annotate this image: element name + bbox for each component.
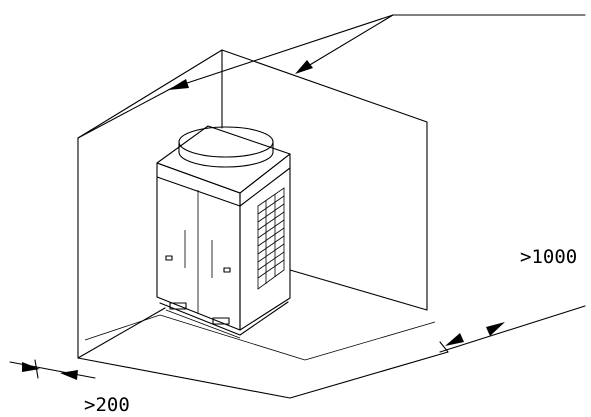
left-wall <box>77 49 223 359</box>
right-wall <box>221 49 428 311</box>
dim-1000-tick <box>439 341 449 353</box>
unit-top-band-side <box>239 167 291 207</box>
floor-edge-left <box>77 307 166 359</box>
unit-side-panel <box>239 153 291 331</box>
floor-inner-right <box>304 321 436 361</box>
base-rail-front <box>159 301 289 336</box>
handle-right <box>223 267 231 273</box>
floor-inner-left <box>84 314 161 341</box>
floor-inner-front <box>159 314 306 361</box>
leader-arrowhead-left <box>168 79 189 90</box>
unit-top-band <box>156 176 241 207</box>
base-foot-left <box>169 302 187 310</box>
leader-arrowhead-right <box>295 60 313 74</box>
leader-to-right-wall <box>297 14 394 73</box>
fan-rim <box>178 141 274 168</box>
leader-continuation-left <box>77 87 173 139</box>
clearance-label-right: >1000 <box>520 246 578 268</box>
clearance-label-left: >200 <box>84 394 130 416</box>
dim-1000-arrow-b <box>486 322 505 336</box>
handle-left <box>165 255 173 261</box>
dim-200-arrow-a <box>22 362 40 372</box>
dim-200-tick <box>34 359 39 379</box>
floor-edge-right <box>289 269 428 311</box>
base-foot-right <box>212 317 230 325</box>
fan-top <box>178 126 274 158</box>
leader-to-left-wall <box>171 14 394 89</box>
dim-1000-arrow-a <box>445 333 464 346</box>
dim-1000-line <box>439 305 586 353</box>
outdoor-unit <box>156 125 291 339</box>
floor-outline <box>77 351 449 399</box>
dim-200-arrow-b <box>60 370 78 380</box>
base-rail-front-2 <box>165 309 241 339</box>
side-grille-lines <box>257 194 285 284</box>
